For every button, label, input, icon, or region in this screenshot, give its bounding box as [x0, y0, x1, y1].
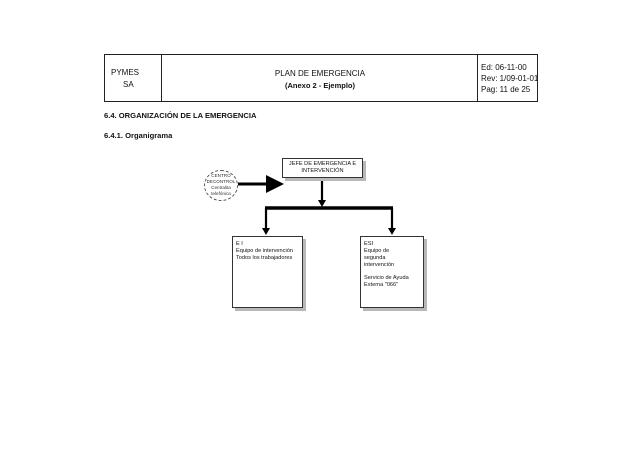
control-center-bubble: CENTRO DECONTROL Centralita telefónica	[204, 170, 238, 201]
chief-box-line1: JEFE DE EMERGENCIA E	[288, 161, 357, 167]
left-box-line3: Todos los trabajadores	[236, 255, 293, 261]
company-suffix: SA	[123, 80, 134, 89]
document-title: PLAN DE EMERGENCIA	[274, 69, 366, 78]
company-name: PYMES	[111, 68, 140, 77]
right-box-line4: intervención	[364, 262, 395, 268]
bubble-line4: telefónica	[211, 191, 231, 196]
bubble-line3: Centralita	[211, 185, 231, 190]
right-branch-arrowhead	[388, 228, 396, 235]
chief-down-arrowhead	[318, 200, 326, 207]
section-heading: 6.4. ORGANIZACIÓN DE LA EMERGENCIA	[104, 111, 257, 120]
intervention-team-box: E I Equipo de intervención Todos los tra…	[232, 236, 303, 308]
subsection-heading: 6.4.1. Organigrama	[104, 131, 173, 140]
page-number: Pag: 11 de 25	[481, 85, 531, 94]
right-box-line2: Equipo de	[364, 248, 390, 254]
second-intervention-box: ESI Equipo de segunda intervención Servi…	[360, 236, 424, 308]
edition-date: Ed: 06-11-00	[481, 63, 527, 72]
left-box-line2: Equipo de intervención	[236, 248, 293, 254]
right-box-line6: Externa "066"	[364, 282, 399, 288]
bubble-line2: DECONTROL	[206, 179, 236, 184]
right-box-line3: segunda	[364, 255, 386, 261]
right-box-line5: Servicio de Ayuda	[364, 275, 409, 281]
bubble-line1: CENTRO	[211, 173, 231, 178]
left-box-line1: E I	[236, 241, 243, 247]
header-title-cell: PLAN DE EMERGENCIA (Anexo 2 - Ejemplo)	[162, 55, 478, 101]
document-header-table: PYMES SA PLAN DE EMERGENCIA (Anexo 2 - E…	[104, 54, 538, 102]
chief-box-line2: INTERVENCIÓN	[301, 168, 344, 174]
left-branch-arrowhead	[262, 228, 270, 235]
document-subtitle: (Anexo 2 - Ejemplo)	[284, 81, 355, 90]
header-meta-cell: Ed: 06-11-00 Rev: 1/09-01-01 Pag: 11 de …	[478, 55, 539, 101]
chief-box: JEFE DE EMERGENCIA E INTERVENCIÓN	[282, 158, 363, 178]
header-company-cell: PYMES SA	[105, 55, 162, 101]
right-box-line1: ESI	[364, 241, 374, 247]
revision-date: Rev: 1/09-01-01	[481, 74, 539, 83]
